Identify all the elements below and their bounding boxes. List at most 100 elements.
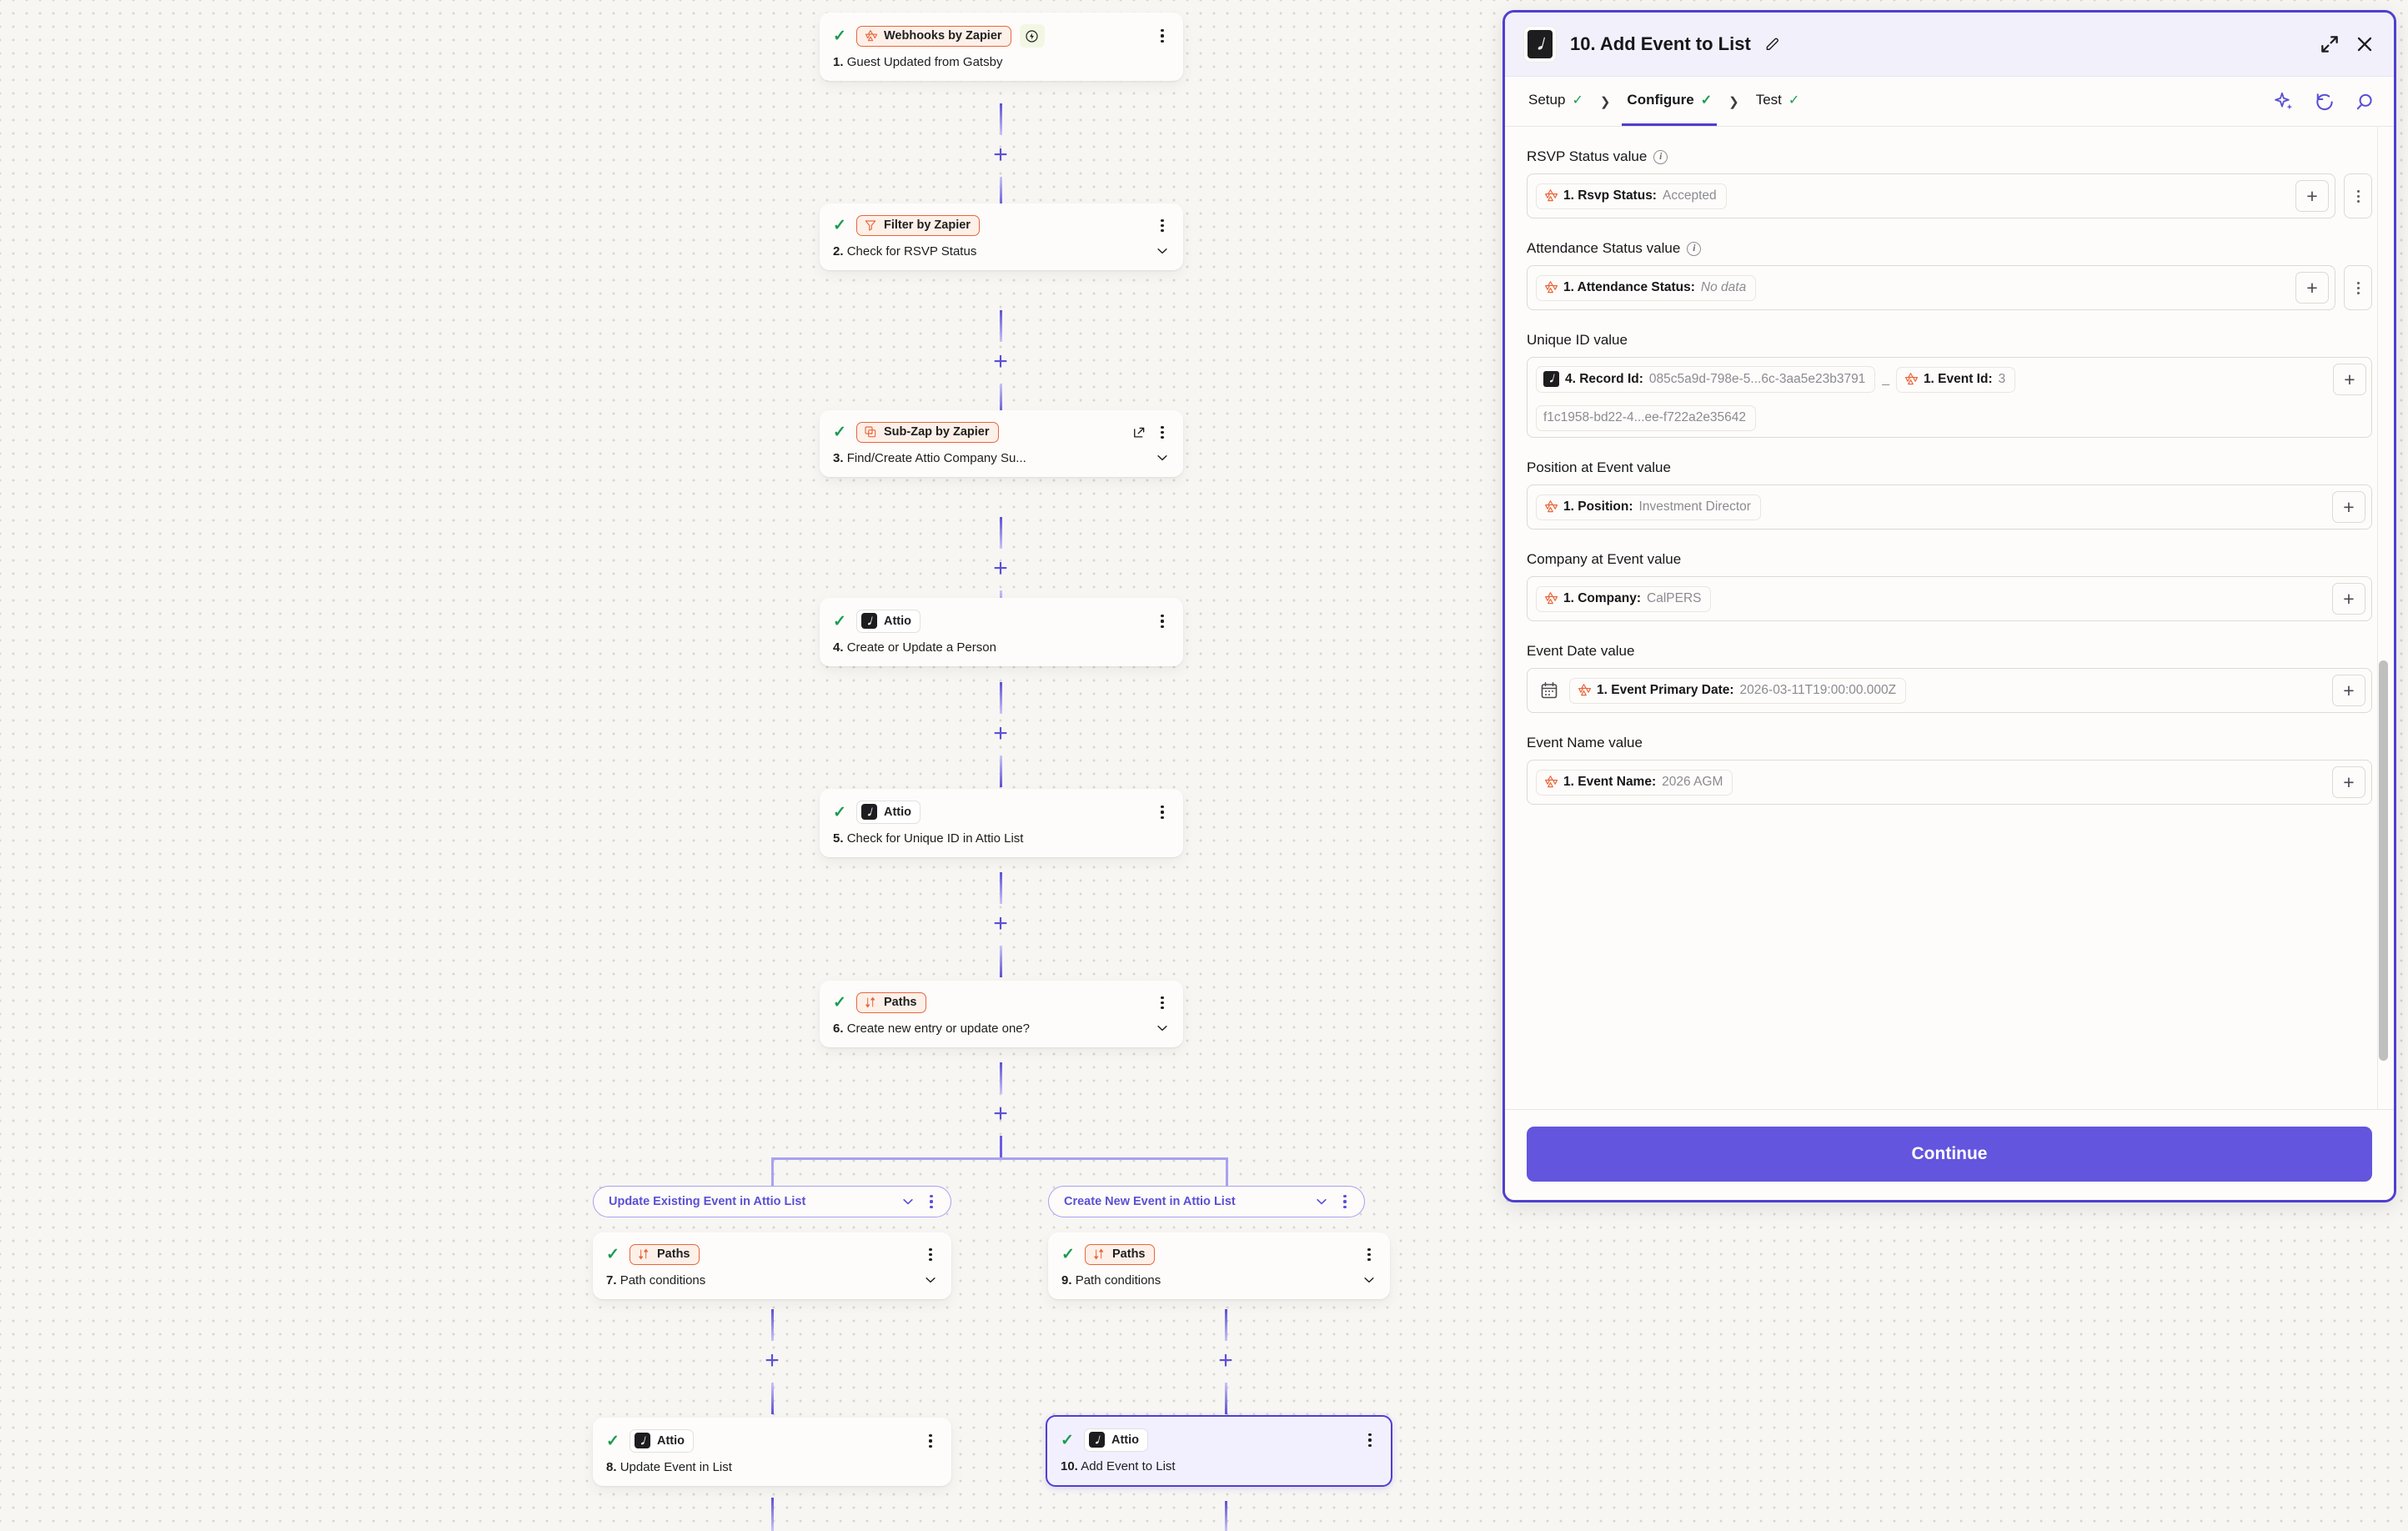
app-badge-webhooks[interactable]: Webhooks by Zapier [856, 25, 1011, 47]
app-badge-attio[interactable]: 𝅗𝅥 Attio [1084, 1428, 1149, 1452]
add-step-button-1[interactable] [990, 145, 1011, 167]
info-icon[interactable]: i [1653, 149, 1668, 164]
card-menu-button[interactable] [923, 1247, 938, 1263]
card-title-text: Create or Update a Person [846, 640, 996, 655]
app-badge-attio[interactable]: 𝅗𝅥 Attio [856, 610, 921, 633]
add-step-button-3[interactable] [990, 559, 1011, 580]
data-token[interactable]: 1. Event Primary Date: 2026-03-11T19:00:… [1569, 677, 1907, 704]
add-value-button[interactable]: + [2333, 364, 2366, 395]
app-badge-filter[interactable]: Filter by Zapier [856, 215, 980, 236]
token-name: 4. Record Id: [1565, 371, 1643, 386]
position-input[interactable]: 1. Position: Investment Director + [1527, 484, 2372, 530]
app-badge-attio[interactable]: 𝅗𝅥 Attio [856, 801, 921, 824]
tab-test[interactable]: Test ✓ [1751, 77, 1805, 126]
attendance-status-input[interactable]: 1. Attendance Status: No data + [1527, 265, 2335, 310]
add-step-button-9[interactable] [1215, 1351, 1237, 1373]
card-menu-button[interactable] [1155, 218, 1170, 234]
zap-step-card-5[interactable]: ✓ 𝅗𝅥 Attio 5. Check for Unique ID in Atti… [820, 789, 1183, 857]
pencil-icon[interactable] [1764, 36, 1781, 53]
chevron-down-icon[interactable] [1362, 1272, 1377, 1288]
event-date-input[interactable]: 1. Event Primary Date: 2026-03-11T19:00:… [1527, 668, 2372, 713]
chevron-down-icon[interactable] [1155, 243, 1170, 259]
continue-button[interactable]: Continue [1527, 1127, 2372, 1182]
chevron-down-icon[interactable] [900, 1194, 916, 1209]
data-token[interactable]: 1. Rsvp Status: Accepted [1536, 183, 1727, 209]
card-menu-button[interactable] [1155, 804, 1170, 821]
info-icon[interactable]: i [1687, 241, 1702, 256]
data-token[interactable]: 1. Attendance Status: No data [1536, 274, 1757, 301]
chevron-down-icon[interactable] [1155, 450, 1170, 465]
open-external-icon[interactable] [1131, 425, 1146, 440]
path-menu-button[interactable] [1337, 1193, 1352, 1210]
field-options-button[interactable] [2344, 265, 2372, 310]
field-rsvp-status: RSVP Status value i 1. Rsvp Status: Acce… [1527, 148, 2372, 218]
zap-step-card-6[interactable]: ✓ Paths 6. Create new entry or update on… [820, 981, 1183, 1047]
data-token[interactable]: 𝅗𝅥 4. Record Id: 085c5a9d-798e-5...6c-3aa… [1536, 366, 1876, 393]
tab-setup[interactable]: Setup ✓ [1523, 77, 1588, 126]
unique-id-input[interactable]: 𝅗𝅥 4. Record Id: 085c5a9d-798e-5...6c-3aa… [1527, 357, 2372, 438]
add-step-button-7[interactable] [761, 1351, 783, 1373]
close-icon[interactable] [2354, 33, 2375, 55]
panel-scrollbar[interactable] [2377, 127, 2388, 1109]
app-badge-subzap[interactable]: Sub-Zap by Zapier [856, 422, 999, 443]
zap-step-card-7[interactable]: ✓ Paths 7. Path conditions [593, 1232, 951, 1299]
expand-icon[interactable] [2319, 33, 2340, 55]
card-menu-button[interactable] [1155, 613, 1170, 630]
path-label-update-existing[interactable]: Update Existing Event in Attio List [593, 1186, 951, 1217]
card-menu-button[interactable] [923, 1433, 938, 1449]
add-value-button[interactable]: + [2332, 675, 2365, 706]
app-badge-paths[interactable]: Paths [856, 992, 926, 1013]
add-step-button-2[interactable] [990, 352, 1011, 374]
path-label-create-new[interactable]: Create New Event in Attio List [1048, 1186, 1365, 1217]
field-options-button[interactable] [2344, 173, 2372, 218]
chevron-down-icon[interactable] [1155, 1021, 1170, 1036]
chevron-down-icon[interactable] [1314, 1194, 1329, 1209]
card-menu-button[interactable] [1155, 424, 1170, 441]
add-value-button[interactable]: + [2295, 272, 2329, 304]
add-step-button-4[interactable] [990, 724, 1011, 745]
app-badge-paths[interactable]: Paths [1085, 1244, 1155, 1265]
instant-trigger-bolt-icon[interactable] [1019, 24, 1045, 48]
add-value-button[interactable]: + [2295, 180, 2329, 212]
data-token-overflow[interactable]: f1c1958-bd22-4...ee-f722a2e35642 [1536, 405, 1757, 431]
company-input[interactable]: 1. Company: CalPERS + [1527, 576, 2372, 621]
card-header: ✓ 𝅗𝅥 Attio [606, 1429, 938, 1453]
tab-configure[interactable]: Configure ✓ [1622, 77, 1718, 126]
card-menu-button[interactable] [1362, 1247, 1377, 1263]
card-menu-button[interactable] [1155, 995, 1170, 1011]
sparkle-icon[interactable] [2274, 91, 2295, 113]
path-menu-button[interactable] [924, 1193, 939, 1210]
zap-step-card-9[interactable]: ✓ Paths 9. Path conditions [1048, 1232, 1390, 1299]
zap-step-card-4[interactable]: ✓ 𝅗𝅥 Attio 4. Create or Update a Person [820, 598, 1183, 666]
calendar-icon[interactable] [1539, 680, 1559, 700]
add-step-button-5[interactable] [990, 914, 1011, 936]
data-token[interactable]: 1. Position: Investment Director [1536, 494, 1761, 520]
data-token[interactable]: 1. Event Name: 2026 AGM [1536, 769, 1733, 796]
rsvp-status-input[interactable]: 1. Rsvp Status: Accepted + [1527, 173, 2335, 218]
zap-step-card-10[interactable]: ✓ 𝅗𝅥 Attio 10. Add Event to List [1046, 1415, 1392, 1487]
card-menu-button[interactable] [1362, 1432, 1377, 1448]
add-value-button[interactable]: + [2332, 491, 2365, 523]
card-footer: 6. Create new entry or update one? [833, 1021, 1170, 1036]
app-badge-attio[interactable]: 𝅗𝅥 Attio [630, 1429, 695, 1453]
event-name-input[interactable]: 1. Event Name: 2026 AGM + [1527, 760, 2372, 805]
data-token[interactable]: 1. Company: CalPERS [1536, 585, 1712, 612]
scrollbar-thumb[interactable] [2379, 660, 2388, 1061]
token-separator: _ [1882, 372, 1889, 386]
undo-icon[interactable] [2314, 91, 2335, 113]
chevron-down-icon[interactable] [923, 1272, 938, 1288]
card-title-text: Path conditions [1075, 1272, 1161, 1288]
card-menu-button[interactable] [1155, 28, 1170, 44]
zap-step-card-2[interactable]: ✓ Filter by Zapier 2. Check for RSVP Sta… [820, 203, 1183, 270]
zap-step-card-8[interactable]: ✓ 𝅗𝅥 Attio 8. Update Event in List [593, 1418, 951, 1486]
zap-step-card-1[interactable]: ✓ Webhooks by Zapier 1. Guest Updated fr… [820, 13, 1183, 81]
zap-step-card-3[interactable]: ✓ Sub-Zap by Zapier 3. Find/Create Attio… [820, 410, 1183, 477]
search-icon[interactable] [2354, 91, 2375, 113]
data-token[interactable]: 1. Event Id: 3 [1895, 366, 2016, 393]
add-step-button-6[interactable] [990, 1104, 1011, 1126]
attio-logo-icon: 𝅗𝅥 [1523, 26, 1557, 63]
app-badge-paths[interactable]: Paths [630, 1244, 700, 1265]
add-value-button[interactable]: + [2332, 766, 2365, 798]
add-value-button[interactable]: + [2332, 583, 2365, 615]
card-footer: 1. Guest Updated from Gatsby [833, 55, 1170, 69]
